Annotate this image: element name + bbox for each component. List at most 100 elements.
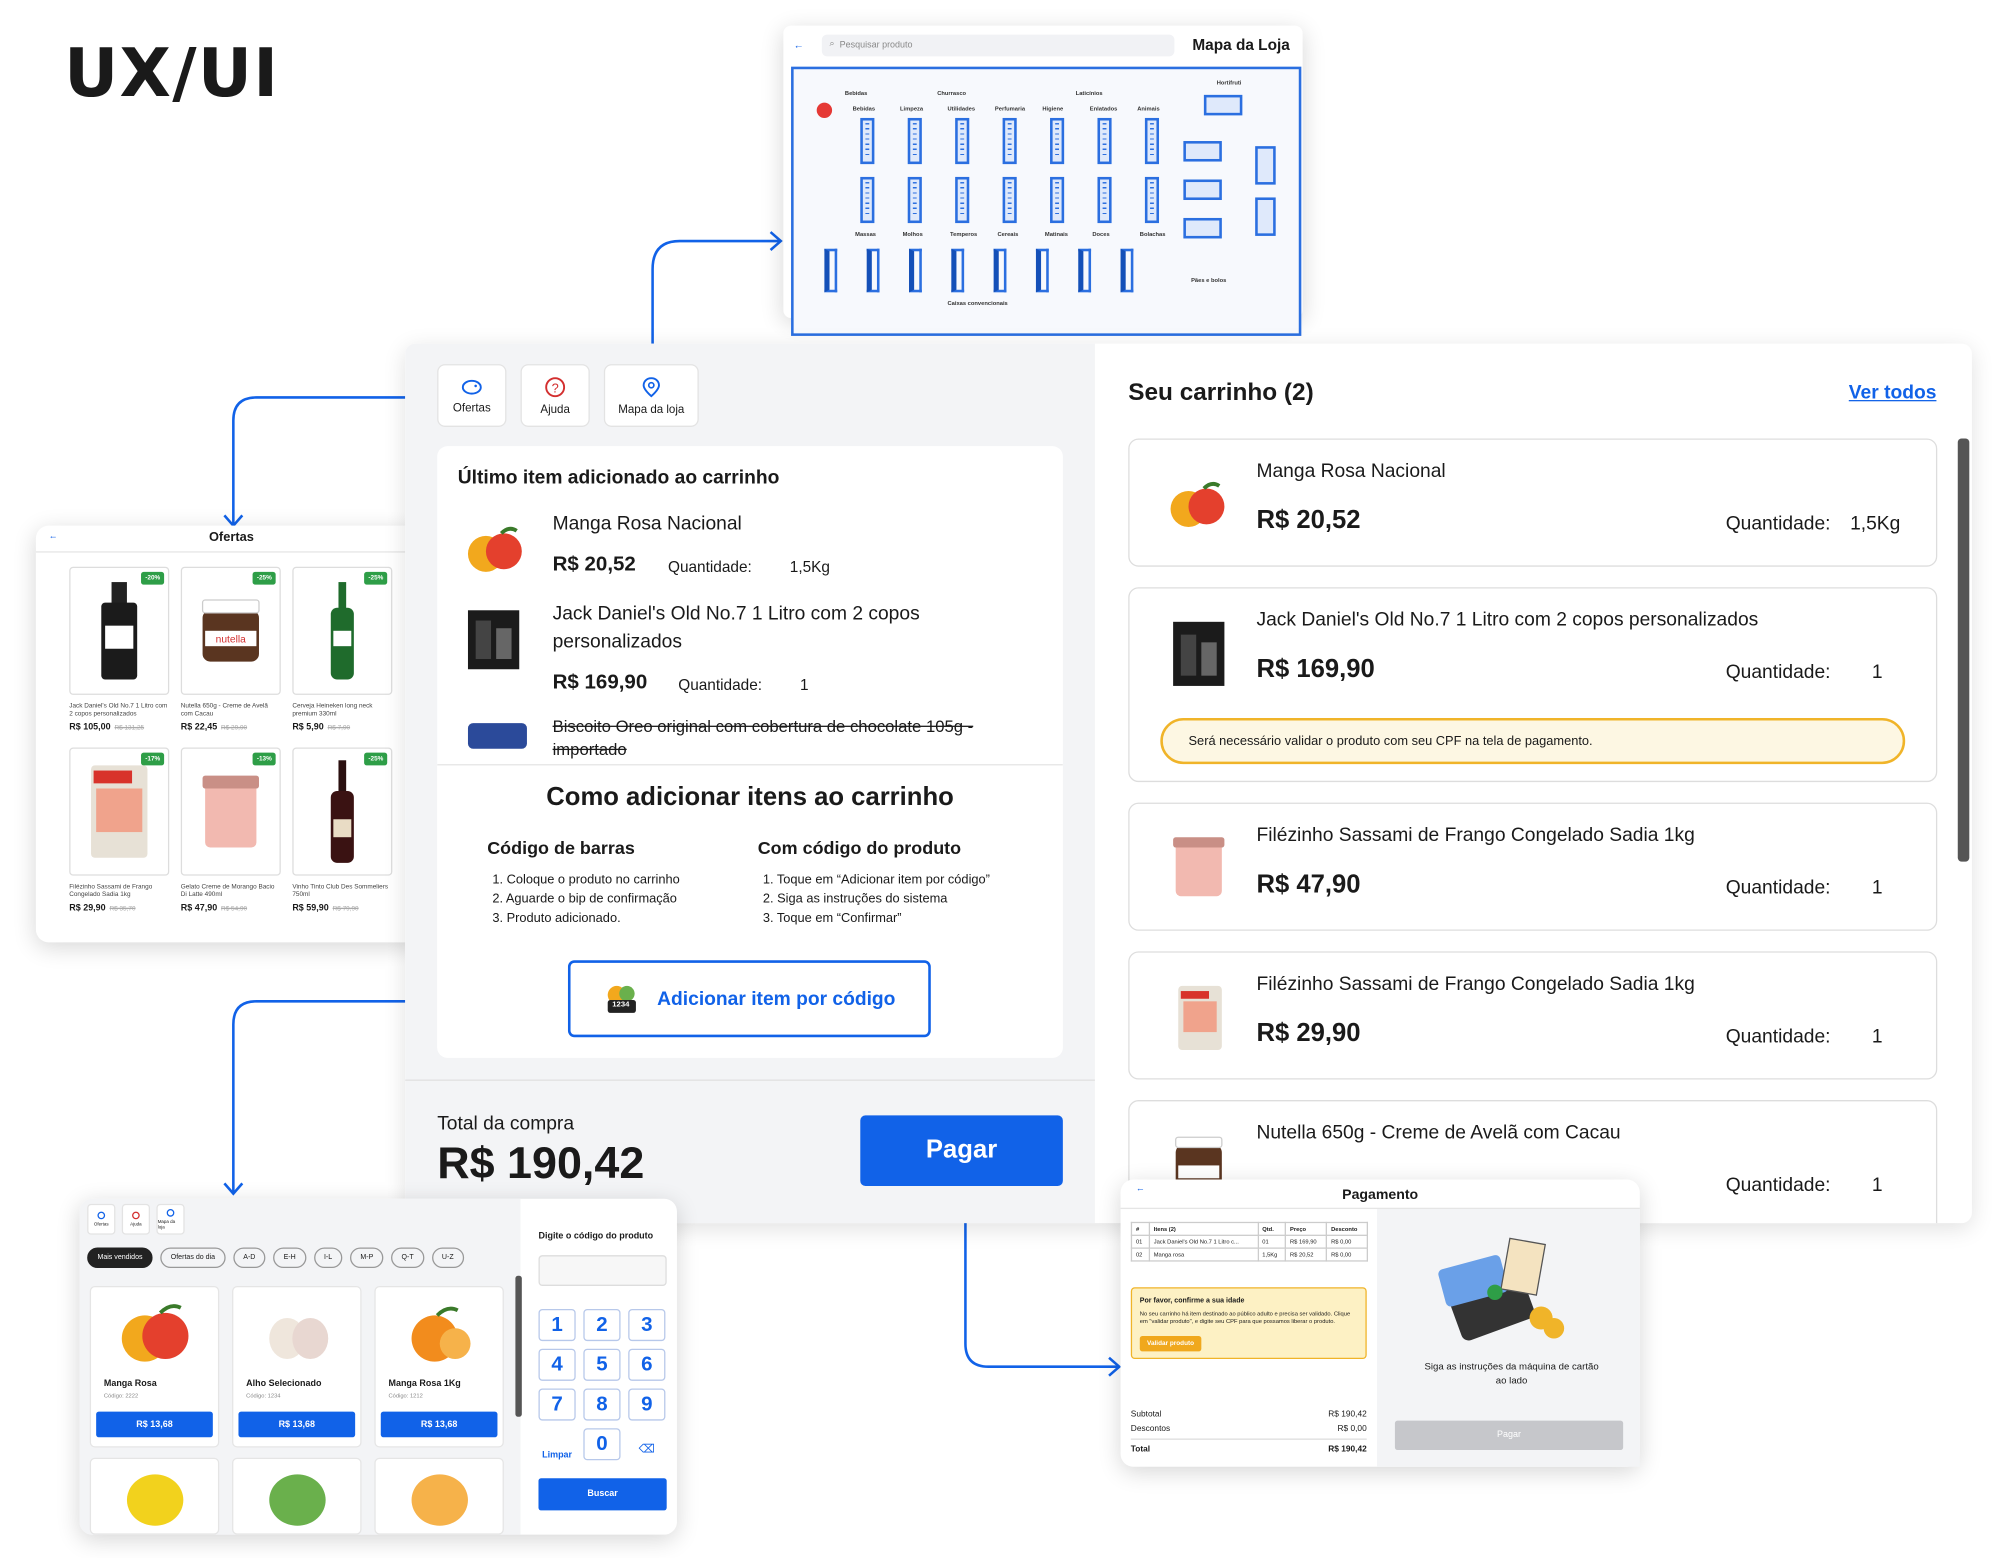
keypad-key[interactable]: 1 — [538, 1309, 576, 1342]
checkout-lane[interactable] — [993, 248, 1007, 293]
keypad-key[interactable]: 9 — [628, 1388, 666, 1421]
aisle-label: Bebidas — [852, 105, 876, 112]
back-icon[interactable]: ← — [1135, 1184, 1145, 1194]
filter-chip[interactable]: M-P — [350, 1247, 384, 1268]
keypad-key[interactable]: 0 — [583, 1428, 621, 1461]
list-item: Jack Daniel's Old No.7 1 Litro com 2 cop… — [458, 600, 1048, 703]
shelf[interactable] — [1144, 117, 1160, 165]
checkout-lane[interactable] — [909, 248, 922, 293]
product-price-button[interactable]: R$ 13,68 — [380, 1411, 498, 1438]
offer-card[interactable]: -13%Gelato Creme de Morango Bacio Di Lat… — [180, 747, 281, 913]
quick-button[interactable]: Ajuda — [121, 1203, 151, 1235]
cpf-warning: Será necessário validar o produto com se… — [1160, 717, 1906, 765]
shelf[interactable] — [860, 176, 875, 224]
cart-title: Seu carrinho (2) — [1128, 379, 1314, 407]
mango-image — [463, 523, 530, 581]
filter-chip[interactable]: U-Z — [431, 1247, 464, 1268]
keypad-key[interactable]: 3 — [628, 1309, 666, 1342]
keypad-key[interactable]: 6 — [628, 1348, 666, 1381]
shelf[interactable] — [907, 117, 922, 165]
product-price-button[interactable]: R$ 13,68 — [96, 1411, 213, 1438]
shelf[interactable] — [1050, 117, 1065, 165]
shelf[interactable] — [1002, 176, 1017, 224]
freezer-unit[interactable] — [1183, 179, 1222, 201]
shelf[interactable] — [1097, 176, 1112, 224]
shelf[interactable] — [1050, 176, 1065, 224]
filter-chip[interactable]: A-D — [232, 1247, 266, 1268]
add-item-by-code-button[interactable]: 1234 Adicionar item por código — [567, 960, 931, 1038]
clear-button[interactable]: Limpar — [542, 1451, 573, 1461]
keypad-key[interactable]: 5 — [583, 1348, 621, 1381]
product-code-input[interactable] — [538, 1255, 667, 1286]
keypad-key[interactable]: 7 — [538, 1388, 576, 1421]
search-button[interactable]: Buscar — [538, 1478, 667, 1511]
checkout-lane[interactable] — [866, 248, 880, 293]
cart-item[interactable]: Filézinho Sassami de Frango Congelado Sa… — [1128, 951, 1938, 1080]
cart-item[interactable]: Filézinho Sassami de Frango Congelado Sa… — [1128, 802, 1938, 931]
product-card[interactable] — [232, 1457, 362, 1535]
filter-chip[interactable]: Ofertas do dia — [160, 1247, 226, 1268]
freezer-unit[interactable] — [1183, 141, 1222, 162]
checkout-lane[interactable] — [824, 248, 838, 293]
backspace-icon[interactable]: ⌫ — [638, 1441, 655, 1455]
back-icon[interactable]: ← — [793, 39, 804, 51]
aisle-label: Doces — [1092, 230, 1110, 238]
shelf[interactable] — [860, 117, 875, 165]
see-all-link[interactable]: Ver todos — [1848, 382, 1937, 404]
shelf[interactable] — [955, 176, 970, 224]
checkout-lane[interactable] — [1035, 248, 1049, 293]
pay-button-disabled[interactable]: Pagar — [1394, 1420, 1624, 1451]
offer-card[interactable]: -25%Cerveja Heineken long neck premium 3… — [292, 566, 393, 732]
section-label: Churrasco — [937, 89, 967, 97]
aisle-label: Temperos — [950, 230, 978, 238]
keypad-key[interactable]: 4 — [538, 1348, 576, 1381]
shelf[interactable] — [955, 117, 970, 165]
freezer-unit[interactable] — [1183, 217, 1222, 239]
map-search-input[interactable]: ⌕Pesquisar produto — [821, 33, 1175, 56]
checkout-lane[interactable] — [1078, 248, 1092, 293]
keypad-key[interactable]: 8 — [583, 1388, 621, 1421]
freezer-unit[interactable] — [1255, 146, 1276, 185]
freezer-unit[interactable] — [1255, 197, 1276, 236]
shelf[interactable] — [907, 176, 922, 224]
back-icon[interactable]: ← — [48, 532, 58, 542]
filter-chip[interactable]: Q-T — [391, 1247, 424, 1268]
product-price-button[interactable]: R$ 13,68 — [238, 1411, 356, 1438]
shelf[interactable] — [1097, 117, 1112, 165]
freezer-unit[interactable] — [1203, 94, 1243, 116]
checkout-lane[interactable] — [951, 248, 965, 293]
validate-product-button[interactable]: Validar produto — [1139, 1335, 1202, 1352]
payment-title: Pagamento — [1342, 1187, 1419, 1203]
offer-card[interactable]: nutella-25%Nutella 650g - Creme de Avelã… — [180, 566, 281, 732]
product-card[interactable] — [89, 1457, 220, 1535]
offer-card[interactable]: -20%Jack Daniel's Old No.7 1 Litro com 2… — [69, 566, 170, 732]
offer-card[interactable]: -25%Vinho Tinto Club Des Sommeliers 750m… — [292, 747, 393, 913]
filter-chip[interactable]: Mais vendidos — [87, 1247, 153, 1268]
quick-button[interactable]: Ofertas — [87, 1203, 116, 1235]
whiskey-box-image — [1165, 619, 1232, 686]
cart-scrollbar[interactable] — [1957, 438, 1970, 862]
product-card[interactable] — [374, 1457, 504, 1535]
store-map-button[interactable]: Mapa da loja — [603, 364, 699, 427]
quick-button[interactable]: Mapa da loja — [156, 1203, 185, 1235]
cart-item[interactable]: Jack Daniel's Old No.7 1 Litro com 2 cop… — [1128, 587, 1938, 783]
shelf[interactable] — [1002, 117, 1017, 165]
pay-button[interactable]: Pagar — [860, 1115, 1063, 1186]
filter-chip[interactable]: I-L — [313, 1247, 343, 1268]
product-image — [256, 1297, 338, 1373]
help-button[interactable]: ? Ajuda — [520, 364, 590, 427]
offer-card[interactable]: -17%Filézinho Sassami de Frango Congelad… — [69, 747, 170, 913]
products-scrollbar[interactable] — [515, 1275, 522, 1417]
filter-chip[interactable]: E-H — [273, 1247, 307, 1268]
keypad-key[interactable]: 2 — [583, 1309, 621, 1342]
offers-button[interactable]: Ofertas — [437, 364, 507, 427]
shelf[interactable] — [1144, 176, 1160, 224]
cart-item[interactable]: Manga Rosa Nacional R$ 20,52 Quantidade:… — [1128, 438, 1938, 567]
checkout-lane[interactable] — [1120, 248, 1134, 293]
